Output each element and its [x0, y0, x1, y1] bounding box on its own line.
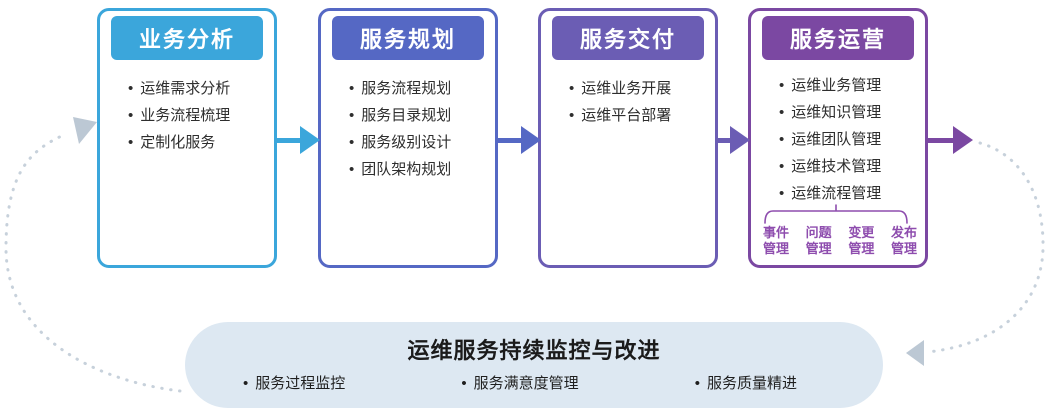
stage-list-item: 运维业务开展: [569, 75, 709, 102]
stage-box-service-delivery: 服务交付 运维业务开展 运维平台部署: [538, 8, 718, 268]
arrow-shaft: [928, 137, 953, 143]
stage-title-service-operation: 服务运营: [762, 16, 914, 60]
continuous-improvement-title: 运维服务持续监控与改进: [407, 338, 661, 363]
stage-list-item: 运维团队管理: [779, 126, 919, 153]
arrow-shaft: [498, 137, 521, 143]
sub-items-brace: [764, 204, 908, 224]
itil-process-item: 事件管理: [763, 225, 790, 256]
continuous-improvement-pill: 运维服务持续监控与改进 服务过程监控 服务满意度管理 服务质量精进: [185, 322, 883, 408]
itil-process-list: 事件管理 问题管理 变更管理 发布管理: [763, 225, 917, 257]
flow-arrow-stage2-to-stage3: [498, 126, 541, 154]
arrow-shaft: [277, 137, 300, 143]
stage-list-item: 运维技术管理: [779, 153, 919, 180]
stage-list-item: 运维知识管理: [779, 99, 919, 126]
stage-list-item: 运维需求分析: [128, 75, 268, 102]
continuous-improvement-item: 服务过程监控: [243, 372, 345, 393]
stage-list: 运维业务开展 运维平台部署: [541, 75, 715, 129]
stage-list-item: 运维平台部署: [569, 102, 709, 129]
itil-process-item: 发布管理: [890, 225, 917, 256]
stage-list-item: 服务流程规划: [349, 75, 489, 102]
continuous-improvement-list: 服务过程监控 服务满意度管理 服务质量精进: [185, 372, 883, 393]
continuous-improvement-item: 服务质量精进: [695, 372, 797, 393]
flow-arrow-stage1-to-stage2: [277, 126, 320, 154]
stage-list-item: 运维业务管理: [779, 72, 919, 99]
stage-list: 运维业务管理 运维知识管理 运维团队管理 运维技术管理 运维流程管理: [751, 72, 925, 207]
stage-list: 运维需求分析 业务流程梳理 定制化服务: [100, 75, 274, 156]
feedback-arrowhead-right: [906, 340, 924, 366]
arrow-head-icon: [953, 126, 973, 154]
stage-list-item: 运维流程管理: [779, 180, 919, 207]
itil-process-item: 变更管理: [848, 225, 875, 256]
stage-list-item: 定制化服务: [128, 129, 268, 156]
arrow-head-icon: [730, 126, 750, 154]
stage-box-business-analysis: 业务分析 运维需求分析 业务流程梳理 定制化服务: [97, 8, 277, 268]
stage-list-item: 团队架构规划: [349, 156, 489, 183]
stage-list-item: 服务目录规划: [349, 102, 489, 129]
flow-arrow-stage4-out: [928, 126, 973, 154]
arrow-shaft: [718, 137, 730, 143]
stage-list: 服务流程规划 服务目录规划 服务级别设计 团队架构规划: [321, 75, 495, 183]
feedback-arrowhead-left: [73, 117, 97, 144]
arrow-head-icon: [300, 126, 320, 154]
stage-list-item: 业务流程梳理: [128, 102, 268, 129]
feedback-arc-right: [926, 141, 1045, 354]
arrow-head-icon: [521, 126, 541, 154]
stage-box-service-planning: 服务规划 服务流程规划 服务目录规划 服务级别设计 团队架构规划: [318, 8, 498, 268]
flow-arrow-stage3-to-stage4: [718, 126, 750, 154]
stage-title-service-planning: 服务规划: [332, 16, 484, 60]
stage-title-service-delivery: 服务交付: [552, 16, 704, 60]
stage-box-service-operation: 服务运营 运维业务管理 运维知识管理 运维团队管理 运维技术管理 运维流程管理 …: [748, 8, 928, 268]
stage-title-business-analysis: 业务分析: [111, 16, 263, 60]
continuous-improvement-item: 服务满意度管理: [461, 372, 579, 393]
stage-list-item: 服务级别设计: [349, 129, 489, 156]
itil-process-item: 问题管理: [805, 225, 832, 256]
